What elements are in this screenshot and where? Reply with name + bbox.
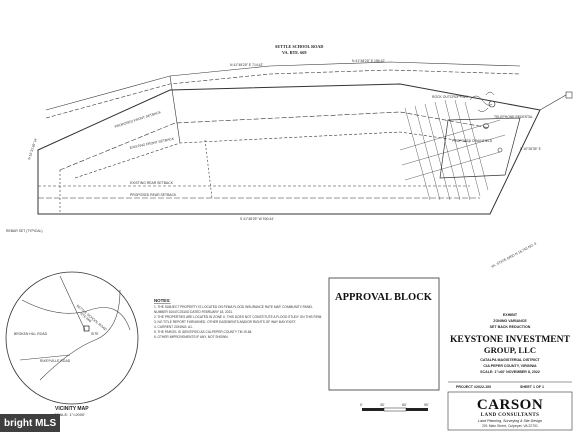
label-rebar-bottom-right: VA. STATE GRID N 18,743 NO. 6: [491, 242, 538, 269]
firm-block: CARSON LAND CONSULTANTS Land Planning, S…: [447, 391, 573, 431]
vicinity-road-label-1: SETTLE SCHOOL ROAD: [75, 304, 108, 332]
road-name: SETTLE SCHOOL ROAD: [275, 44, 323, 49]
vicinity-road-label-3: BROKEN HILL ROAD: [14, 332, 48, 336]
vicinity-road-4: [59, 275, 86, 331]
approval-block: APPROVAL BLOCK: [328, 277, 440, 391]
vicinity-title: VICINITY MAP: [55, 406, 89, 412]
title-county: CULPEPER COUNTY, VIRGINIA: [483, 364, 537, 368]
drainfield-hatch: [399, 99, 506, 201]
scale-bar-seg-2: [383, 407, 407, 412]
label-rebar-left: REBAR SET (TYPICAL): [6, 229, 43, 233]
note-line-5: 5. THE PARCEL IS IDENTIFIED AS CULPEPER …: [154, 330, 252, 334]
notes: NOTES: 1. THE SUBJECT PROPERTY IS LOCATE…: [154, 298, 322, 339]
vicinity-road-label-4: RIXEYVILLE ROAD: [40, 359, 71, 363]
note-line-3: 3. NO TITLE REPORT FURNISHED. OTHER EASE…: [154, 320, 296, 324]
rock-ring-1: [488, 100, 496, 108]
label-existing-rear-setback: EXISTING REAR SETBACK: [130, 181, 174, 185]
firm-subtitle: LAND CONSULTANTS: [481, 413, 540, 418]
rock-ring-2: [483, 123, 489, 129]
vicinity-circle: [5, 271, 139, 405]
bearing-top-right: N 41°48'25" E 186.42': [352, 59, 385, 63]
easement-line-1: [169, 75, 181, 144]
title-scale-date: SCALE: 1"=60' NOVEMBER 8, 2022: [480, 370, 540, 374]
scale-tick-2: 60': [402, 403, 407, 407]
bearing-right: S 10°28'35" E: [520, 147, 542, 151]
vicinity-site-label: SITE: [91, 332, 99, 336]
telephone-pedestal: [565, 91, 573, 99]
note-line-1: NUMBER 51047C0310D DATED FEBRUARY 18, 20…: [154, 310, 233, 314]
note-line-4: 4. CURRENT ZONING: A1.: [154, 325, 193, 329]
title-project: PROJECT #2022-100: [456, 385, 491, 389]
note-line-0: 1. THE SUBJECT PROPERTY IS LOCATED ON FE…: [154, 305, 313, 309]
note-line-2: 2. THE PROPERTIES ARE LOCATED IN ZONE X.…: [154, 315, 322, 319]
scale-tick-1: 30': [380, 403, 385, 407]
vicinity-site-marker: [83, 325, 90, 332]
label-proposed-drainfield: PROPOSED DRAINFIELD: [452, 139, 493, 143]
bearing-bottom: S 41°48'25" W 930.44': [240, 217, 274, 221]
company-line1: KEYSTONE INVESTMENT: [450, 334, 571, 345]
scale-tick-3: 90': [424, 403, 429, 407]
label-telephone-pedestal: TELEPHONE PEDESTAL: [494, 115, 533, 119]
vicinity-scale: SCALE: 1"=2000': [54, 412, 85, 417]
proposed-drainfield: [439, 117, 521, 179]
rock-ring-3: [497, 147, 503, 153]
title-line3: SET BACK REDUCTION: [490, 325, 531, 329]
notes-title: NOTES:: [154, 298, 171, 303]
firm-name: CARSON: [477, 397, 543, 413]
road-route: VA. RTE. 669: [282, 50, 306, 55]
pedestal-leader: [539, 94, 567, 111]
scale-tick-0: 0': [360, 403, 363, 407]
approval-block-frame: [328, 277, 440, 391]
easement-line-2: [204, 139, 213, 199]
title-district: CATALPA MAGISTERIAL DISTRICT: [480, 358, 540, 362]
label-proposed-rear-setback: PROPOSED REAR SETBACK: [130, 193, 177, 197]
vicinity-road-1: [21, 299, 131, 331]
bearing-left: N 15°31'36" W: [27, 137, 38, 160]
existing-front-setback-line: [74, 131, 471, 179]
label-proposed-front-setback: PROPOSED FRONT SETBACK: [114, 110, 162, 129]
road-edge-north: [45, 61, 521, 111]
property-boundary: [37, 83, 541, 215]
title-line2: ZONING VARIANCE: [493, 319, 527, 323]
label-existing-front-setback: EXISTING FRONT SETBACK: [129, 137, 175, 150]
company-line2: GROUP, LLC: [484, 345, 536, 355]
approval-block-title: APPROVAL BLOCK: [335, 292, 433, 303]
proposed-front-setback-line: [59, 111, 491, 171]
note-line-6: 6. OTHER IMPROVEMENTS IF ANY, NOT SHOWN.: [154, 335, 229, 339]
road-edge-south: [45, 69, 521, 119]
firm-tagline: Land Planning, Surveying & Site Design: [478, 419, 542, 423]
bearing-top-left: N 41°48'25" E 714.42': [230, 63, 263, 67]
site-plan: [37, 61, 573, 215]
vicinity-road-3: [19, 354, 71, 361]
scale-bar: 0' 30' 60' 90': [360, 403, 429, 412]
mls-watermark: bright MLS: [0, 414, 61, 432]
scale-bar-seg-3: [406, 408, 428, 411]
scale-bar-seg-1: [362, 408, 384, 411]
title-exhibit: EXHIBIT: [503, 313, 518, 317]
firm-block-frame: [447, 391, 573, 431]
title-sheet: SHEET 1 OF 1: [520, 385, 544, 389]
label-rock-outcropping: ROCK OUTCROPPING: [432, 95, 468, 99]
title-block: EXHIBIT ZONING VARIANCE SET BACK REDUCTI…: [450, 313, 571, 374]
vicinity-road-label-2: RTE 669: [79, 312, 92, 324]
watermark-text: bright MLS: [4, 417, 57, 429]
firm-address: 201 Main Street, Culpeper, VA 22701: [482, 424, 538, 428]
vicinity-road-2: [39, 289, 121, 381]
vicinity-map: SITE SETTLE SCHOOL ROAD RTE 669 BROKEN H…: [5, 271, 139, 417]
